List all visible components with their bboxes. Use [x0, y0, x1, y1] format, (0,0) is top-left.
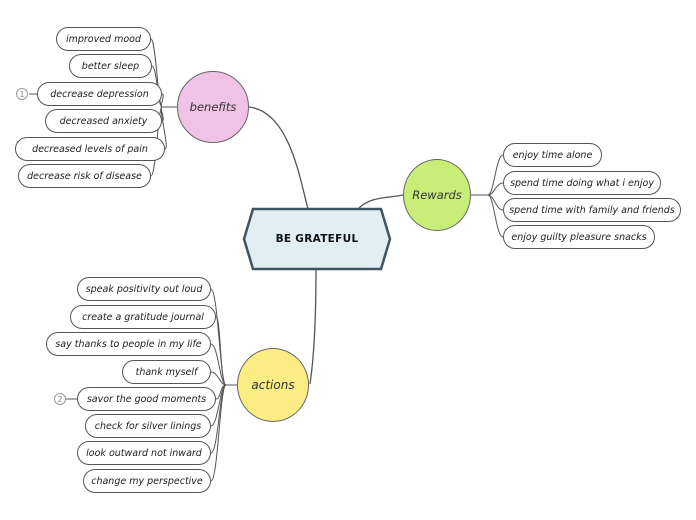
connector-central-actions [309, 268, 317, 385]
marker-2-icon: 2 [54, 393, 66, 405]
topic-rewards[interactable]: Rewards [403, 159, 471, 231]
reward-item[interactable]: spend time with family and friends [503, 198, 681, 222]
topic-actions[interactable]: actions [237, 348, 309, 422]
action-item[interactable]: check for silver linings [85, 414, 211, 438]
marker-1-icon: 1 [16, 88, 28, 100]
topic-benefits[interactable]: benefits [177, 71, 249, 143]
action-item[interactable]: speak positivity out loud [77, 277, 211, 301]
action-item[interactable]: change my perspective [83, 469, 211, 493]
central-topic-shape [242, 207, 392, 271]
benefit-item[interactable]: decreased levels of pain [15, 137, 165, 161]
connectors-rewards [470, 154, 504, 238]
connector-central-rewards [357, 194, 404, 210]
reward-item[interactable]: enjoy time alone [503, 143, 602, 167]
action-item[interactable]: look outward not inward [77, 441, 211, 465]
benefit-item[interactable]: improved mood [56, 27, 151, 51]
action-item[interactable]: create a gratitude journal [70, 305, 216, 329]
benefit-item[interactable]: better sleep [69, 54, 152, 78]
action-item[interactable]: thank myself [122, 360, 211, 384]
connectors-actions [66, 288, 237, 482]
reward-item[interactable]: enjoy guilty pleasure snacks [503, 225, 655, 249]
benefit-item[interactable]: decrease risk of disease [18, 164, 151, 188]
connector-central-benefits [248, 106, 309, 210]
central-topic[interactable]: BE GRATEFUL [275, 233, 359, 245]
benefit-item[interactable]: decreased anxiety [45, 109, 162, 133]
action-item[interactable]: say thanks to people in my life [46, 332, 211, 356]
action-item[interactable]: savor the good moments [77, 387, 216, 411]
reward-item[interactable]: spend time doing what i enjoy [503, 171, 661, 195]
benefit-item[interactable]: decrease depression [37, 82, 162, 106]
